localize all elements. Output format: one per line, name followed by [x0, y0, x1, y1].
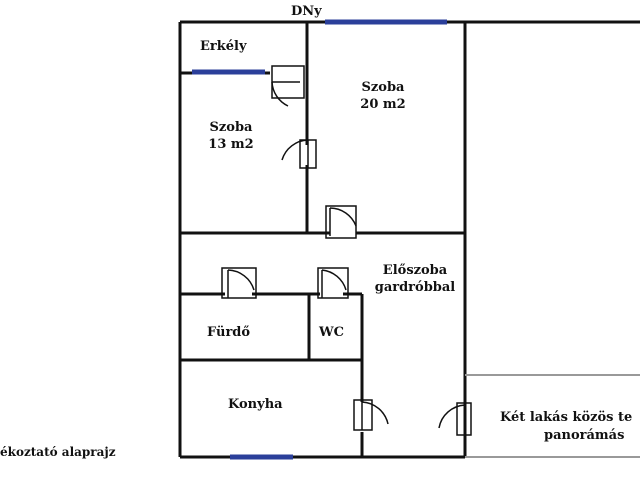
room-label-szoba-20-name: Szoba [361, 80, 405, 95]
plan-caption: ékoztató alaprajz [0, 445, 116, 459]
door-terrace [438, 402, 472, 436]
door-large-room [325, 205, 357, 239]
room-label-szoba-20-area: 20 m2 [360, 97, 406, 112]
room-label-terrace-line1: Két lakás közös te [500, 410, 633, 425]
room-label-konyha: Konyha [228, 397, 283, 412]
room-label-szoba-13-name: Szoba [209, 120, 253, 135]
room-label-furdo: Fürdő [207, 325, 251, 340]
door-balcony [271, 65, 305, 107]
room-label-terrace-line2: panorámás [544, 428, 625, 443]
door-kitchen [353, 399, 389, 431]
door-small-room [281, 139, 317, 169]
terrace-outline [465, 374, 640, 458]
room-label-eloszoba-note: gardróbbal [374, 280, 456, 295]
room-label-erkely: Erkély [200, 39, 247, 54]
room-label-eloszoba: Előszoba gardróbbal [372, 262, 458, 296]
walls [178, 20, 640, 459]
room-label-szoba-13-area: 13 m2 [208, 137, 254, 152]
room-label-szoba-20: Szoba 20 m2 [352, 79, 414, 113]
room-label-szoba-13: Szoba 13 m2 [200, 119, 262, 153]
door-wc [317, 267, 349, 299]
compass-label: DNy [291, 4, 322, 19]
windows [192, 19, 447, 460]
room-label-wc: WC [319, 325, 344, 340]
door-bathroom [221, 267, 257, 299]
room-label-eloszoba-name: Előszoba [382, 263, 448, 278]
